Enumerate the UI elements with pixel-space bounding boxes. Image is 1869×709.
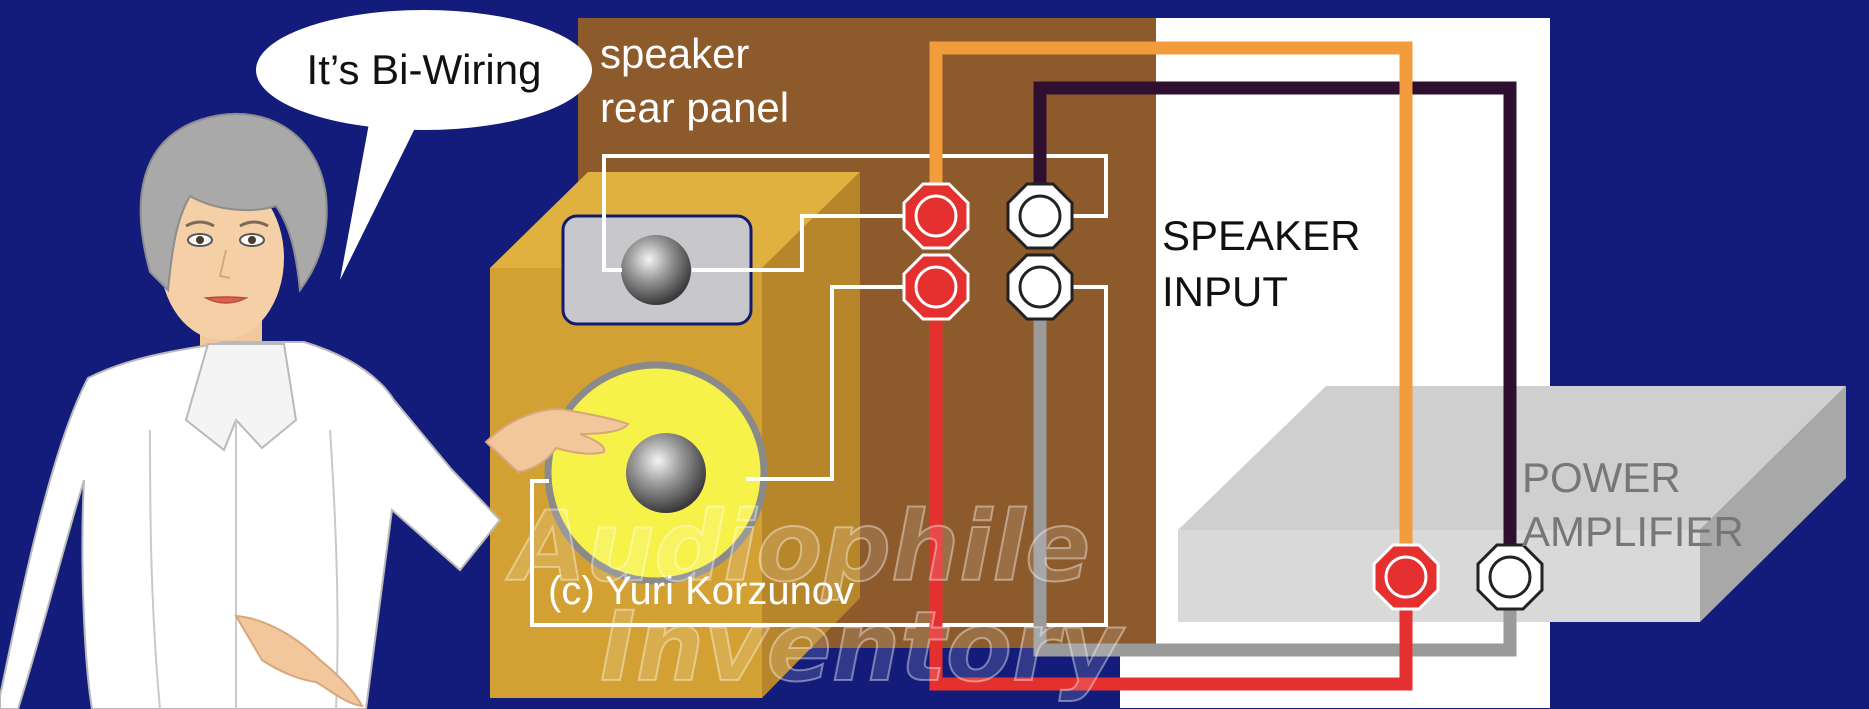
rear-panel-label-line1: speaker <box>600 30 749 77</box>
speaker-input-label-line1: SPEAKER <box>1162 212 1360 259</box>
external-cables <box>929 41 1517 691</box>
presenter-pupil-right <box>248 236 256 244</box>
presenter-pupil-left <box>196 236 204 244</box>
tweeter-wire-negative <box>602 154 1108 272</box>
speaker-input-label-line2: INPUT <box>1162 268 1288 315</box>
amplifier-label-line2: AMPLIFIER <box>1522 508 1744 555</box>
diagram-labels: speaker rear panel SPEAKER INPUT POWER A… <box>548 30 1744 613</box>
presenter-lapels <box>184 343 298 452</box>
tweeter-dome <box>621 235 691 305</box>
terminal-tweeter-negative <box>1006 182 1074 250</box>
cable-dark-upper <box>1033 81 1517 577</box>
presenter-character <box>0 112 630 709</box>
presenter-brows <box>185 220 269 228</box>
terminal-woofer-negative <box>1006 253 1074 321</box>
amplifier-side-face <box>1700 386 1846 622</box>
woofer-dustcap <box>626 433 706 513</box>
presenter-hair <box>139 112 328 293</box>
watermark-line1: Audiophile <box>505 491 1090 603</box>
rear-panel-label-line2: rear panel <box>600 84 789 131</box>
presenter-lower-hand <box>234 614 364 708</box>
woofer-wire-positive <box>746 285 940 481</box>
cable-gray-lower <box>1033 287 1517 657</box>
watermark: Audiophile Inventory <box>504 490 1126 704</box>
speech-bubble: It’s Bi-Wiring <box>256 10 592 280</box>
presenter-coat <box>0 341 502 709</box>
terminal-woofer-positive <box>902 253 970 321</box>
presenter-nose <box>218 249 231 279</box>
cable-orange-upper <box>929 41 1413 577</box>
presenter-mouth <box>203 296 249 304</box>
amplifier-terminal-negative <box>1476 543 1544 611</box>
speech-bubble-text: It’s Bi-Wiring <box>307 46 542 93</box>
internal-wiring <box>530 154 1108 627</box>
amplifier-label-line1: POWER <box>1522 454 1681 501</box>
presenter-raised-hand <box>484 408 630 474</box>
woofer-wire-negative <box>530 285 1108 627</box>
terminal-tweeter-positive <box>902 182 970 250</box>
amplifier-terminal-positive <box>1372 543 1440 611</box>
speech-bubble-tail <box>340 118 420 280</box>
speaker-terminals <box>902 182 1074 321</box>
speech-bubble-body <box>256 10 592 130</box>
presenter-face <box>160 176 284 340</box>
amplifier-terminals <box>1372 543 1544 611</box>
cable-red-lower <box>929 287 1413 691</box>
copyright-text: (c) Yuri Korzunov <box>548 569 854 613</box>
tweeter-wire-positive <box>692 214 940 272</box>
watermark-line2: Inventory <box>600 591 1125 703</box>
cabinet-side-face <box>762 172 860 698</box>
